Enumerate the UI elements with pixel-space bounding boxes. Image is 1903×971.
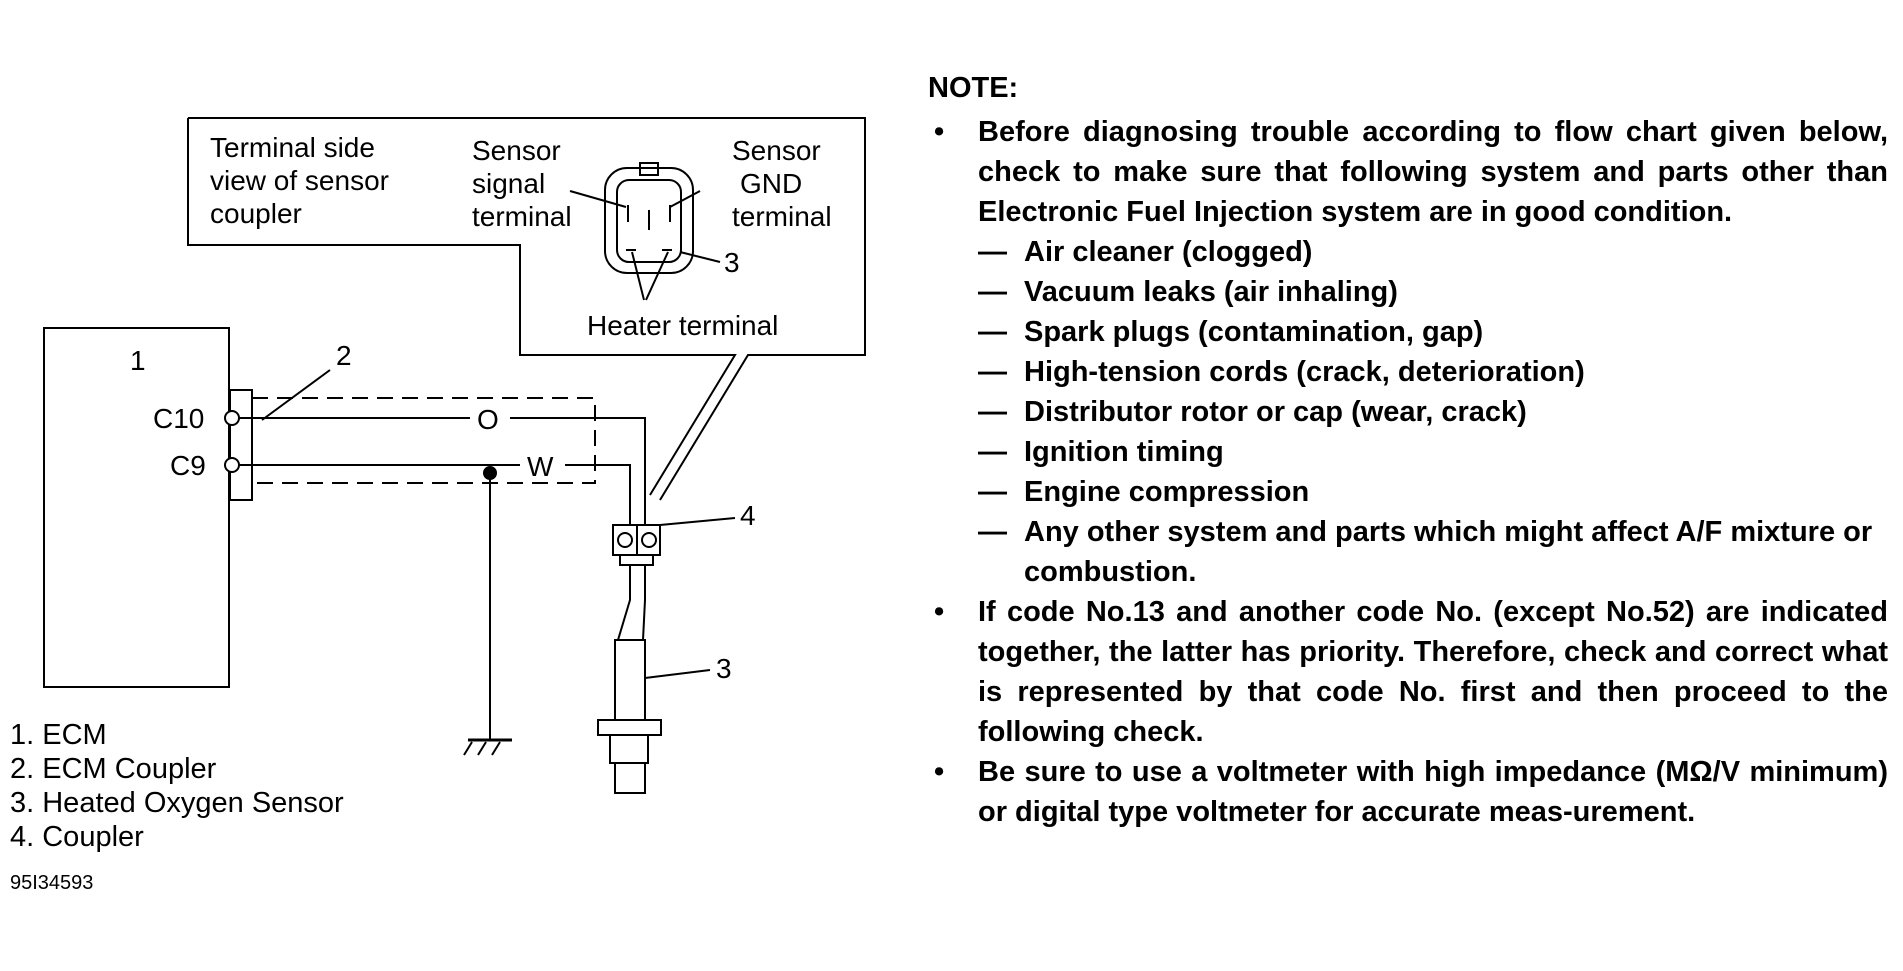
legend-item: 3. Heated Oxygen Sensor: [10, 787, 344, 819]
dash-icon: —: [978, 396, 1007, 428]
wiring-diagram: Terminal side view of sensor coupler Sen…: [43, 117, 866, 794]
dash-item-text: Distributor rotor or cap (wear, crack): [1024, 396, 1527, 428]
ecm-coupler: [229, 389, 253, 501]
label-c10: C10: [153, 403, 204, 434]
note-dash-item: — Vacuum leaks (air inhaling): [928, 272, 1888, 312]
dash-item-text: Spark plugs (contamination, gap): [1024, 316, 1484, 348]
label-sensor-signal-1: Sensor: [472, 135, 561, 166]
note-dash-item: — Engine compression: [928, 472, 1888, 512]
label-wire-w: W: [527, 451, 554, 482]
note-dash-item: — Distributor rotor or cap (wear, crack): [928, 392, 1888, 432]
note-dash-item: — Air cleaner (clogged): [928, 232, 1888, 272]
label-ref-3: 3: [716, 653, 732, 684]
label-terminal-side-1: Terminal side: [210, 132, 375, 163]
note-block: NOTE: • Before diagnosing trouble accord…: [928, 68, 1888, 832]
ecm-box: [43, 327, 230, 688]
label-sensor-gnd-3: terminal: [732, 201, 832, 232]
label-ecm-number: 1: [130, 345, 146, 376]
legend-item: 1. ECM: [10, 719, 107, 751]
note-title: NOTE:: [928, 72, 1019, 104]
note-dash-item: — High-tension cords (crack, deterioratio…: [928, 352, 1888, 392]
coupler-4: [612, 517, 736, 566]
label-sensor-signal-2: signal: [472, 168, 545, 199]
shield-dashed: [252, 397, 596, 484]
callout-box: [187, 117, 866, 501]
legend-item: 4. Coupler: [10, 821, 144, 853]
note-bullet-text: If code No.13 and another code No. (exce…: [978, 596, 1888, 748]
label-terminal-side-2: view of sensor: [210, 165, 389, 196]
dash-icon: —: [978, 276, 1007, 308]
label-heater-terminal: Heater terminal: [587, 310, 778, 341]
dash-icon: —: [978, 356, 1007, 388]
note-dash-item: — Any other system and parts which might …: [928, 512, 1888, 592]
dash-icon: —: [978, 476, 1007, 508]
sensor-coupler-drawing: [569, 162, 721, 301]
dash-icon: —: [978, 516, 1007, 548]
heated-oxygen-sensor: [597, 639, 711, 794]
note-dash-item: — Spark plugs (contamination, gap): [928, 312, 1888, 352]
dash-item-text: Air cleaner (clogged): [1024, 236, 1313, 268]
label-sensor-signal-3: terminal: [472, 201, 572, 232]
note-dash-item: — Ignition timing: [928, 432, 1888, 472]
dash-item-text: High-tension cords (crack, deterioration…: [1024, 356, 1585, 388]
dash-item-text: Engine compression: [1024, 476, 1310, 508]
label-c9: C9: [170, 450, 206, 481]
figure-id: 95I34593: [10, 872, 94, 894]
legend-item: 2. ECM Coupler: [10, 753, 217, 785]
note-bullet: • If code No.13 and another code No. (ex…: [928, 592, 1888, 752]
note-bullet: • Be sure to use a voltmeter with high i…: [928, 752, 1888, 832]
wire-o: [239, 417, 646, 525]
label-ref-4: 4: [740, 500, 756, 531]
dash-item-text: Ignition timing: [1024, 436, 1224, 468]
label-coupler-ref-2: 2: [336, 340, 352, 371]
dash-icon: —: [978, 236, 1007, 268]
bullet-icon: •: [934, 116, 945, 148]
note-bullet-text: Before diagnosing trouble according to f…: [978, 116, 1888, 228]
bullet-icon: •: [934, 596, 945, 628]
note-bullet: • Before diagnosing trouble according to…: [928, 112, 1888, 232]
bullet-icon: •: [934, 756, 945, 788]
dash-icon: —: [978, 316, 1007, 348]
label-sensor-gnd-2: GND: [740, 168, 802, 199]
wire-w: [239, 464, 631, 525]
label-callout-ref-3: 3: [724, 247, 740, 278]
dash-item-text: Vacuum leaks (air inhaling): [1024, 276, 1398, 308]
label-wire-o: O: [477, 404, 499, 435]
dash-icon: —: [978, 436, 1007, 468]
component-legend: 1. ECM 2. ECM Coupler 3. Heated Oxygen S…: [10, 718, 344, 854]
label-sensor-gnd-1: Sensor: [732, 135, 821, 166]
note-bullet-text: Be sure to use a voltmeter with high imp…: [978, 756, 1888, 828]
label-terminal-side-3: coupler: [210, 198, 302, 229]
dash-item-text: Any other system and parts which might a…: [1024, 516, 1873, 588]
